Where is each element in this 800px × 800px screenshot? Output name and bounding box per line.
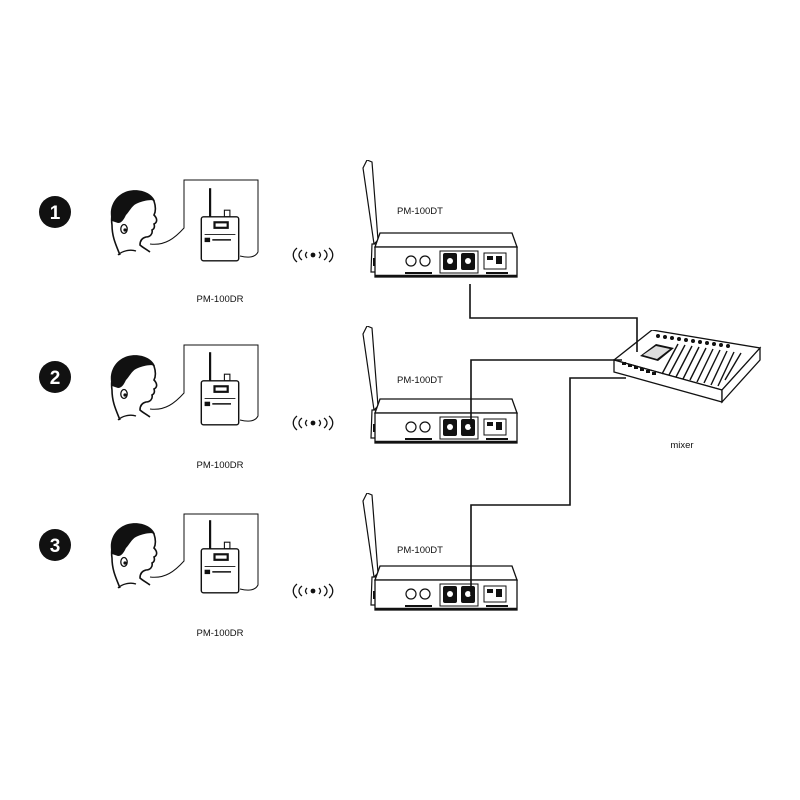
wireless-signal-icon (292, 247, 334, 263)
mixer-console-icon (613, 330, 761, 403)
audio-cables (469, 284, 638, 595)
wireless-signal-icon (292, 583, 334, 599)
listener-head-icon (109, 522, 158, 589)
setup-row-3: 3 PM-100DR PM-100DT (39, 493, 519, 639)
setup-row-2: 2 PM-100DR PM-100DT (39, 326, 519, 471)
wireless-signal-icon (292, 415, 334, 431)
step-number-badge: 2 (39, 361, 71, 393)
receiver-label: PM-100DR (197, 460, 244, 471)
transmitter-label: PM-100DT (397, 206, 443, 217)
earphone-cable (149, 344, 259, 422)
receiver-label: PM-100DR (197, 628, 244, 639)
cable-row-1 (469, 284, 638, 352)
mixer-label: mixer (670, 440, 693, 451)
transmitter-label: PM-100DT (397, 545, 443, 556)
step-number-badge: 1 (39, 196, 71, 228)
transmitter-unit-icon (362, 160, 519, 279)
transmitter-label: PM-100DT (397, 375, 443, 386)
receiver-label: PM-100DR (197, 294, 244, 305)
listener-head-icon (109, 354, 158, 421)
bodypack-receiver-icon (200, 187, 240, 262)
bodypack-receiver-icon (200, 519, 240, 594)
step-number: 2 (50, 368, 61, 389)
step-number: 3 (50, 536, 61, 557)
earphone-cable (149, 179, 259, 258)
step-number-badge: 3 (39, 529, 71, 561)
bodypack-receiver-icon (200, 351, 240, 426)
earphone-cable (149, 513, 259, 591)
listener-head-icon (109, 189, 158, 256)
mixer: mixer (613, 330, 761, 451)
cable-row-2 (470, 359, 622, 427)
step-number: 1 (50, 203, 61, 224)
setup-row-1: 1 PM-100DR PM-100DT (39, 160, 519, 305)
cable-row-3 (470, 377, 626, 595)
